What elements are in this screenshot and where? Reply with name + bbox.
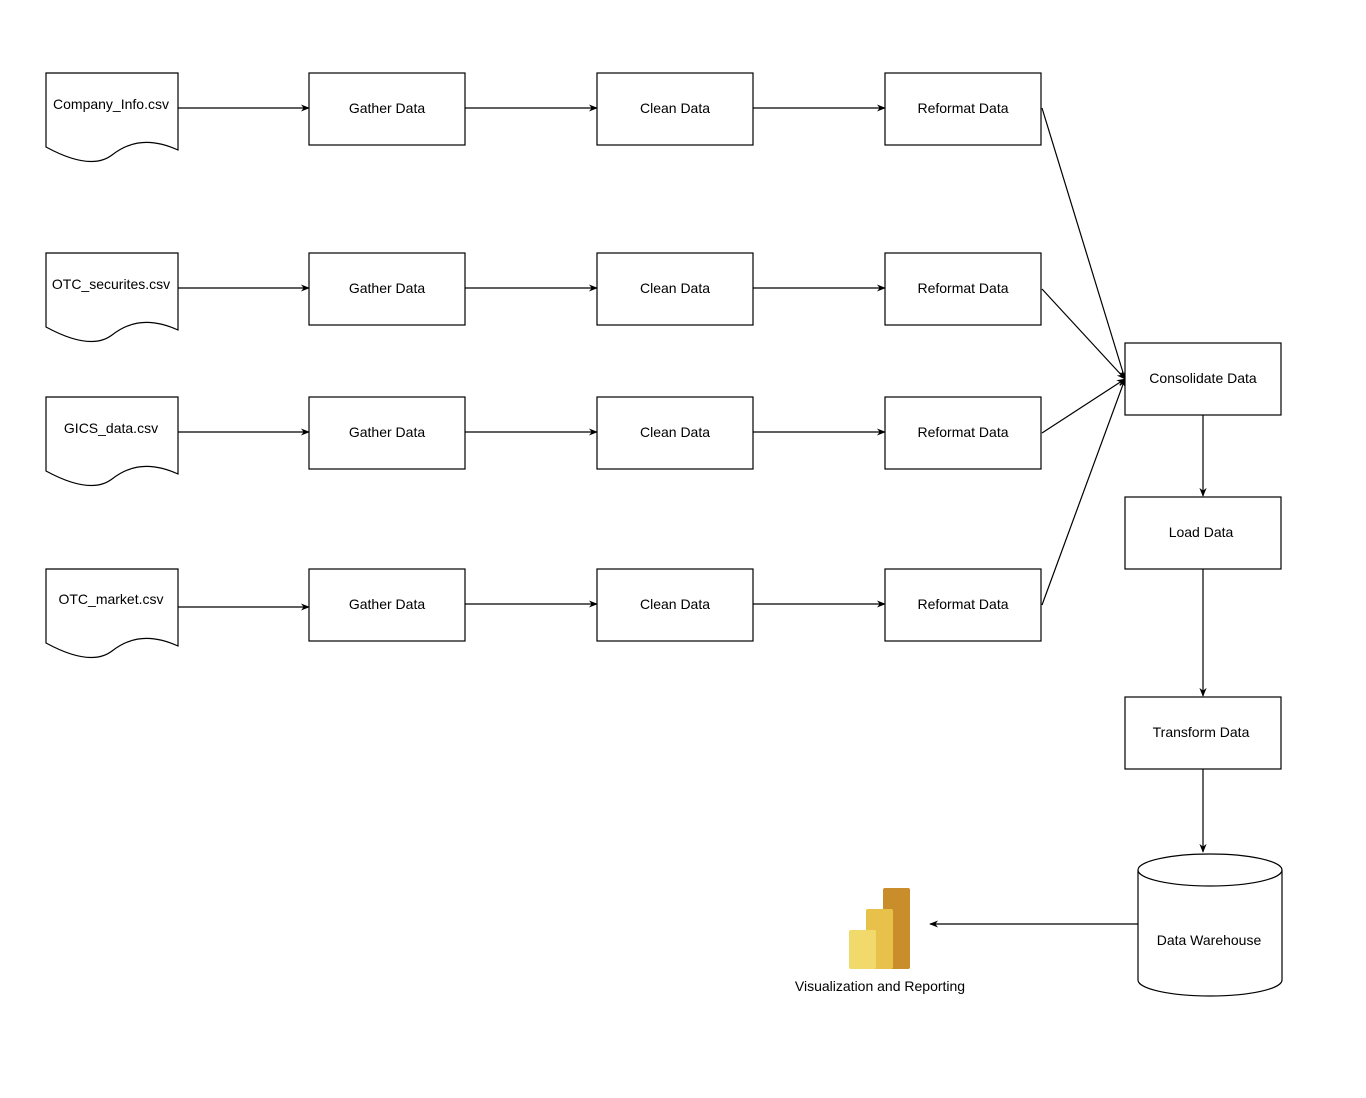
edge-reformat-consolidate-2 [1041,288,1126,380]
source-file-gics-data [45,396,179,487]
row-4: OTC_market.csv Gather Data Clean Data Re… [45,568,1042,659]
transform-label: Transform Data [1153,724,1250,740]
warehouse-label: Data Warehouse [1157,932,1262,948]
edge-reformat-consolidate-3 [1041,378,1126,434]
clean-label-4: Clean Data [640,596,710,612]
transform-node [1124,696,1282,770]
gather-node-2 [308,252,466,326]
row-2: OTC_securites.csv Gather Data Clean Data… [45,252,1042,343]
row-1: Company_Info.csv Gather Data Clean Data … [45,72,1042,163]
source-file-company-info [45,72,179,163]
edge-reformat-consolidate-4 [1041,378,1126,606]
gather-node-1 [308,72,466,146]
reformat-node-2 [884,252,1042,326]
reformat-label-2: Reformat Data [917,280,1008,296]
reformat-node-1 [884,72,1042,146]
reformat-node-3 [884,396,1042,470]
gather-node-3 [308,396,466,470]
source-label-otc-securites: OTC_securites.csv [52,276,170,292]
consolidate-label: Consolidate Data [1149,370,1257,386]
source-label-gics-data: GICS_data.csv [64,420,158,436]
edge-reformat-consolidate-1 [1041,107,1127,380]
gather-label-1: Gather Data [349,100,425,116]
gather-label-3: Gather Data [349,424,425,440]
source-label-otc-market: OTC_market.csv [58,591,163,607]
power-bi-bar-short [849,930,876,969]
power-bi-icon [849,888,910,969]
reporting-label: Visualization and Reporting [795,978,965,994]
clean-node-3 [596,396,754,470]
clean-node-1 [596,72,754,146]
load-node [1124,496,1282,570]
reformat-label-1: Reformat Data [917,100,1008,116]
clean-label-1: Clean Data [640,100,710,116]
warehouse-cylinder: Data Warehouse [1137,853,1283,997]
gather-label-2: Gather Data [349,280,425,296]
source-file-otc-market [45,568,179,659]
gather-label-4: Gather Data [349,596,425,612]
clean-node-4 [596,568,754,642]
clean-label-3: Clean Data [640,424,710,440]
load-label: Load Data [1169,524,1234,540]
reformat-label-4: Reformat Data [917,596,1008,612]
reformat-node-4 [884,568,1042,642]
reformat-label-3: Reformat Data [917,424,1008,440]
source-label-company-info: Company_Info.csv [53,96,169,112]
row-3: GICS_data.csv Gather Data Clean Data Ref… [45,396,1042,487]
clean-node-2 [596,252,754,326]
clean-label-2: Clean Data [640,280,710,296]
source-file-otc-securites [45,252,179,343]
gather-node-4 [308,568,466,642]
